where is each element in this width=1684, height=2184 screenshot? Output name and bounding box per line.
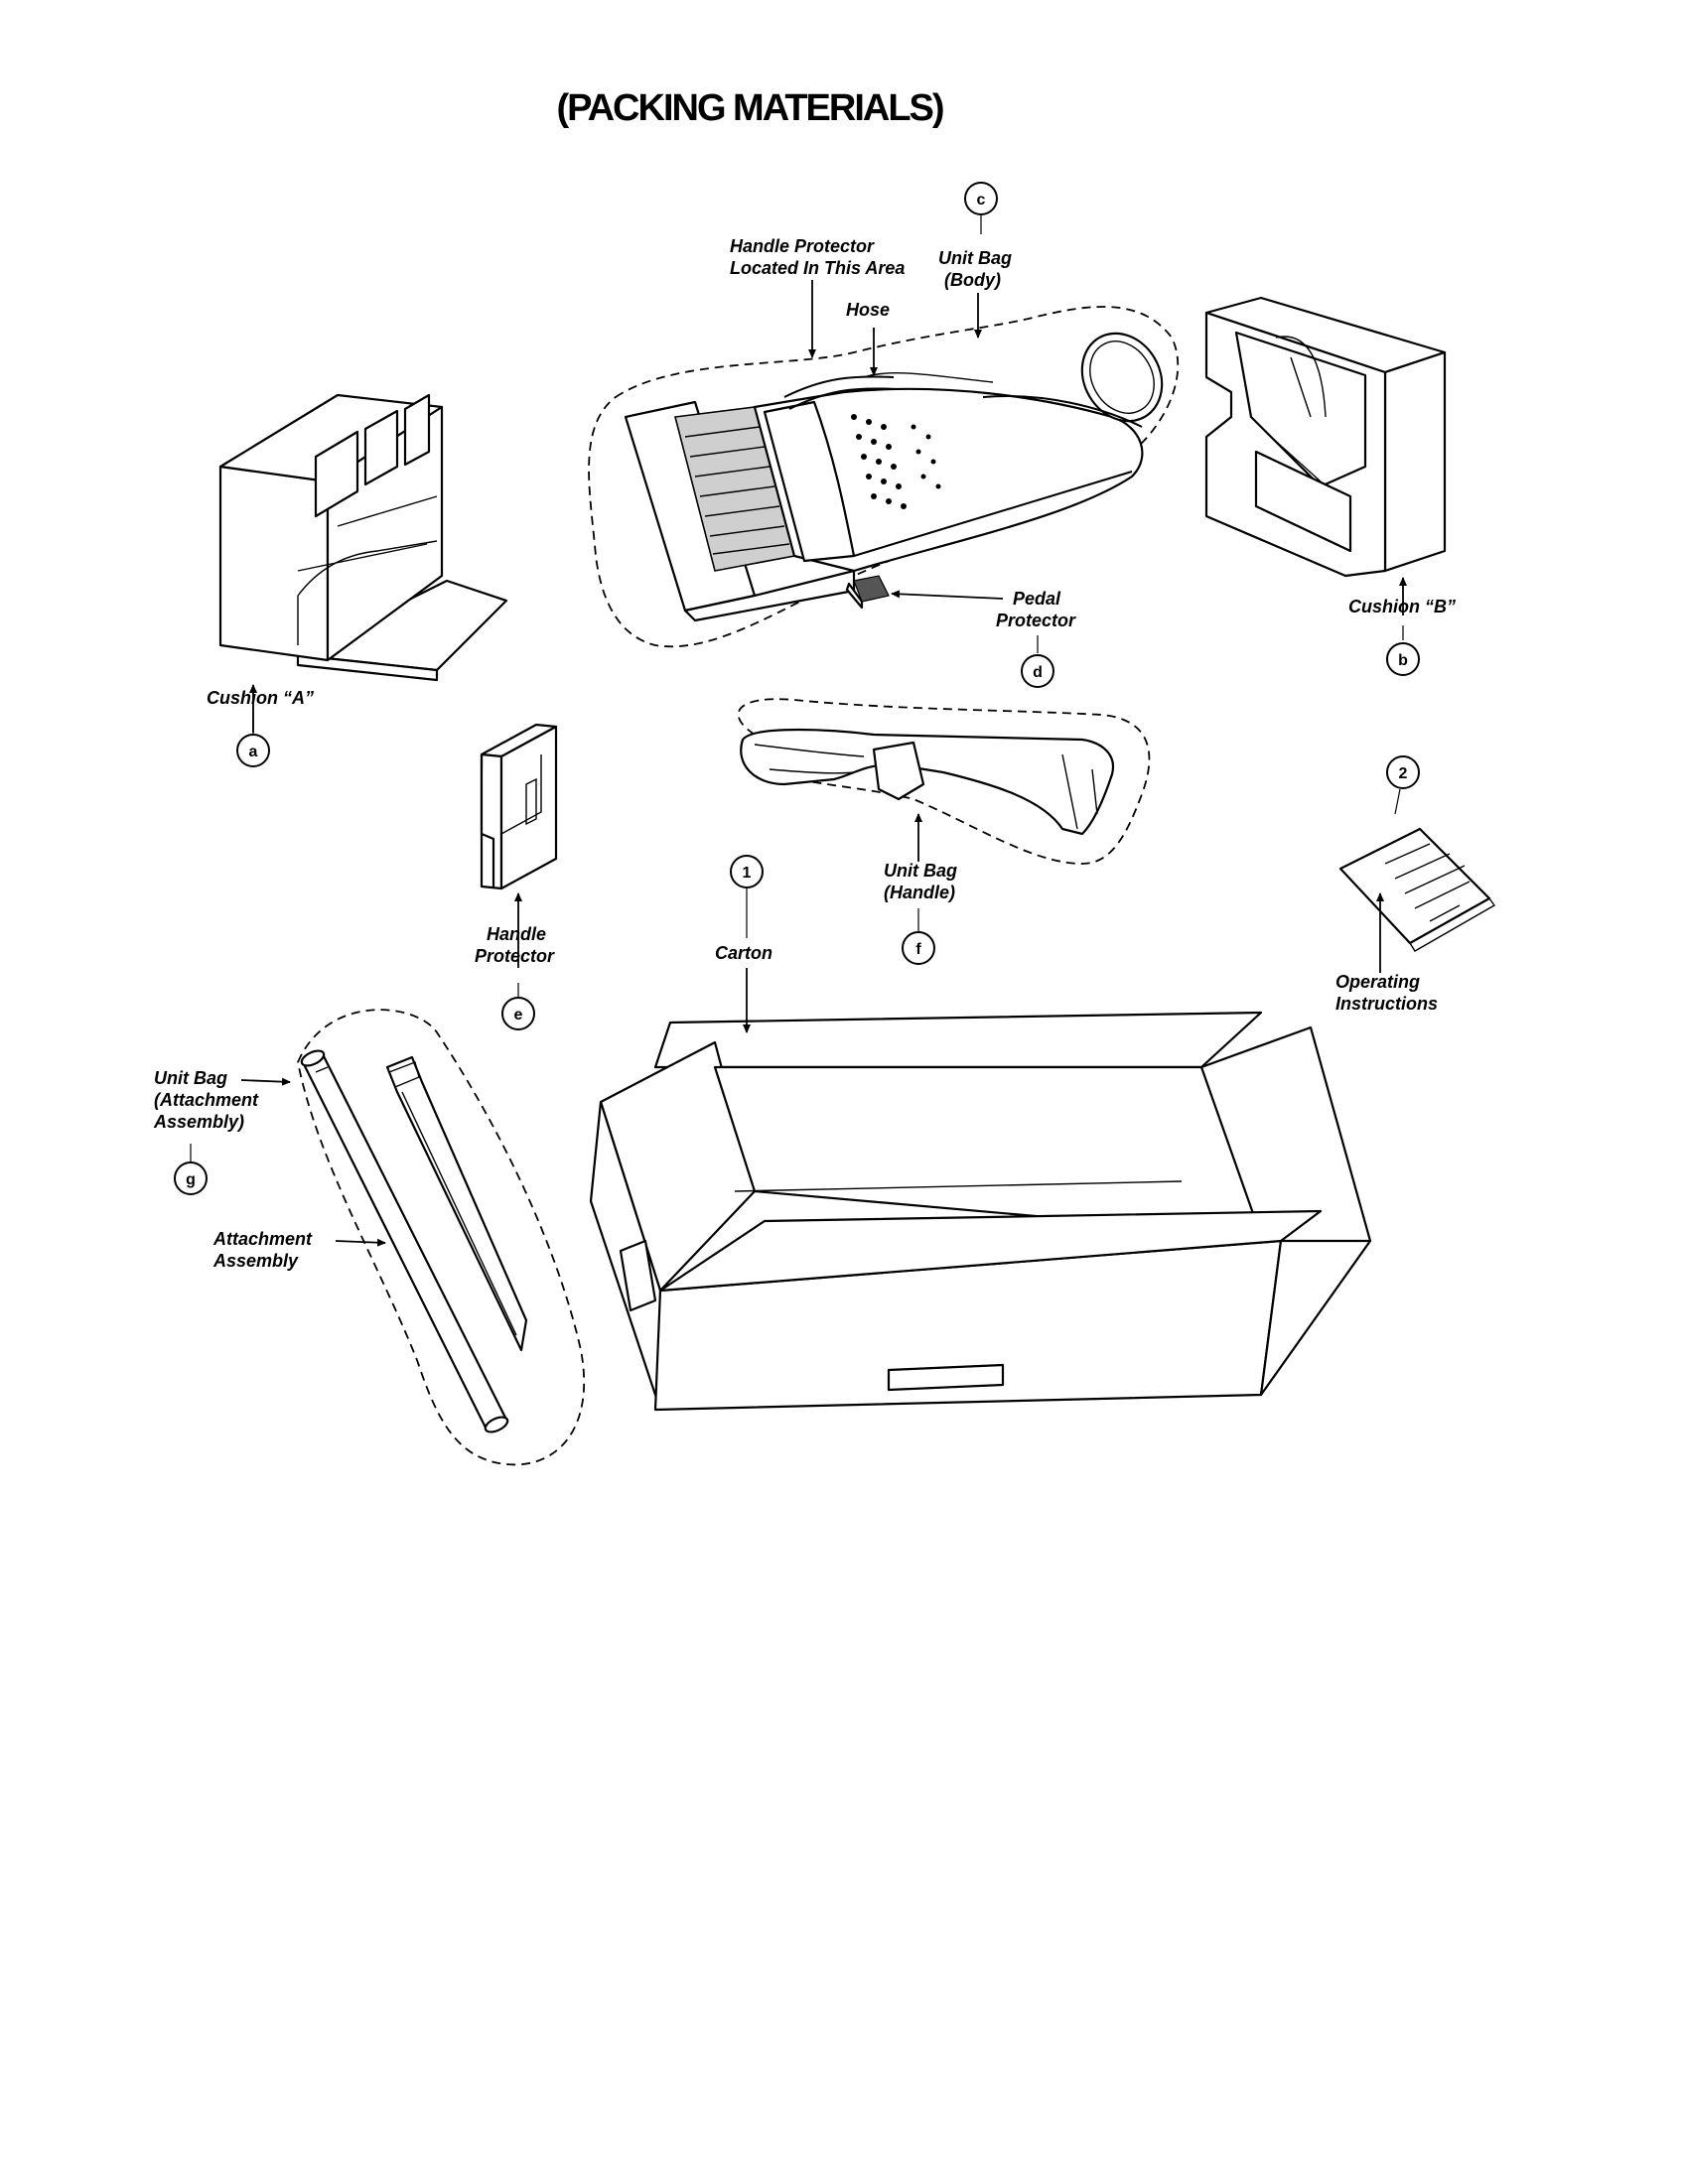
callout-e-text: e <box>514 1007 523 1024</box>
callout-2: 2 <box>1386 755 1420 789</box>
callout-b-text: b <box>1398 652 1408 669</box>
label-unit-bag-handle-1: Unit Bag <box>884 861 957 881</box>
label-unit-bag-body-1: Unit Bag <box>938 248 1012 268</box>
label-handle-protector-area-2: Located In This Area <box>730 258 905 278</box>
callout-d-text: d <box>1033 664 1043 681</box>
callout-f: f <box>902 931 935 965</box>
callout-b: b <box>1386 642 1420 676</box>
callout-c-text: c <box>977 192 986 208</box>
handle-illustration <box>737 698 1151 865</box>
label-carton: Carton <box>715 943 772 963</box>
label-cushion-b: Cushion “B” <box>1348 597 1456 616</box>
cushion-a-illustration <box>218 393 508 682</box>
handle-protector-illustration <box>480 723 558 890</box>
label-unit-bag-handle-2: (Handle) <box>884 883 955 902</box>
label-hose: Hose <box>846 300 890 320</box>
callout-1-text: 1 <box>743 865 752 882</box>
callout-2-text: 2 <box>1399 765 1408 782</box>
cushion-b-illustration <box>1204 296 1447 578</box>
callout-g: g <box>174 1161 208 1195</box>
label-pedal-protector-2: Protector <box>996 611 1076 630</box>
label-unit-bag-attachment-3: Assembly) <box>153 1112 244 1132</box>
callout-f-text: f <box>915 941 921 958</box>
attachment-assembly-illustration <box>297 1009 586 1466</box>
callout-c: c <box>964 182 998 215</box>
label-unit-bag-attachment-1: Unit Bag <box>154 1068 227 1088</box>
label-unit-bag-attachment-2: (Attachment <box>154 1090 259 1110</box>
label-handle-protector-1: Handle <box>487 924 546 944</box>
callout-d: d <box>1021 654 1054 688</box>
label-attachment-assembly-2: Assembly <box>212 1251 299 1271</box>
label-handle-protector-area-1: Handle Protector <box>730 236 875 256</box>
callout-e: e <box>501 997 535 1030</box>
label-operating-instructions-1: Operating <box>1335 972 1420 992</box>
operating-instructions-illustration <box>1338 827 1496 952</box>
label-handle-protector-2: Protector <box>475 946 555 966</box>
callout-a: a <box>236 734 270 767</box>
label-attachment-assembly-1: Attachment <box>212 1229 313 1249</box>
labels: Cushion “A” Cushion “B” Handle Protector… <box>153 236 1456 1271</box>
vacuum-body-illustration <box>588 306 1180 648</box>
carton-illustration <box>589 1011 1372 1412</box>
leader-lines <box>190 214 1407 1247</box>
label-operating-instructions-2: Instructions <box>1335 994 1438 1014</box>
label-unit-bag-body-2: (Body) <box>944 270 1001 290</box>
callout-g-text: g <box>186 1171 196 1188</box>
callout-a-text: a <box>249 744 258 760</box>
page-title: (PACKING MATERIALS) <box>556 87 944 129</box>
callouts: a b c d e f g <box>174 182 1420 1195</box>
label-cushion-a: Cushion “A” <box>207 688 314 708</box>
callout-1: 1 <box>730 855 764 888</box>
label-pedal-protector-1: Pedal <box>1013 589 1061 609</box>
